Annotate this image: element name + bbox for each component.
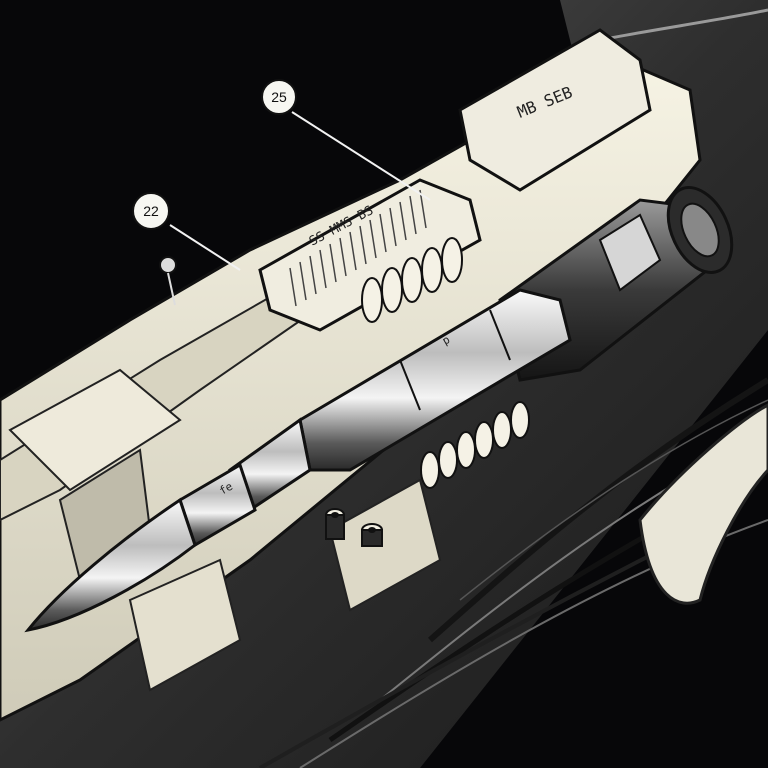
trigger-guard (638, 403, 768, 605)
callout-25-leader (291, 111, 431, 201)
screw-heads (325, 508, 383, 547)
callout-22-leader (169, 224, 241, 271)
callout-22: 22 (132, 192, 170, 230)
pin-marker (159, 256, 177, 306)
callout-25: 25 (261, 79, 297, 115)
callout-25-label: 25 (271, 89, 287, 105)
callout-22-label: 22 (143, 203, 159, 219)
top-block: MB SEB (458, 28, 652, 192)
lower-spring (420, 401, 530, 489)
upper-spring (361, 237, 463, 323)
bullet (24, 497, 197, 633)
neck-mark: fe (217, 480, 235, 498)
cartridge: p fe (24, 288, 572, 633)
